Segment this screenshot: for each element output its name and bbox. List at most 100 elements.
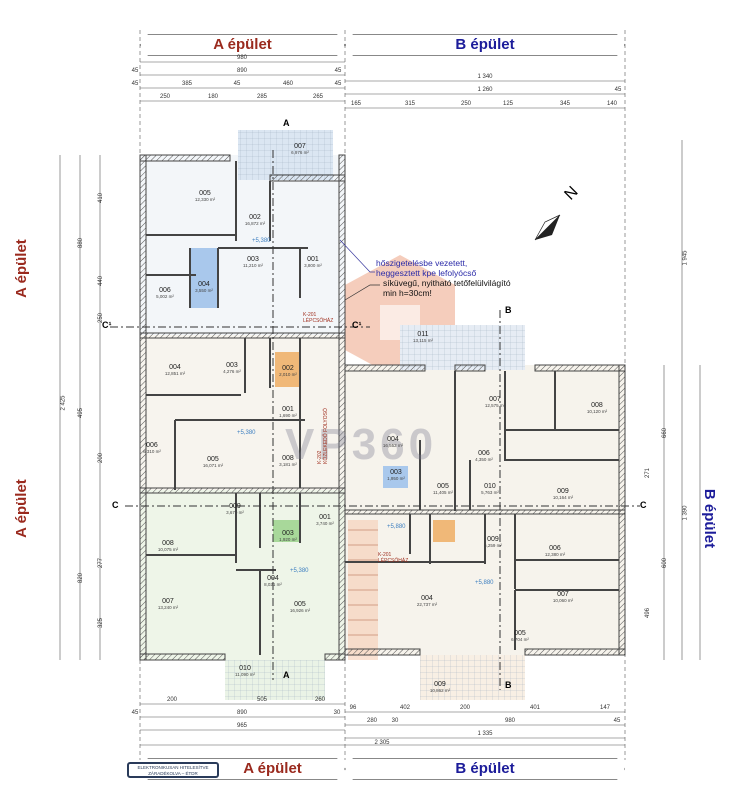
dim: 271 [645, 467, 652, 479]
building-b-header: B épület [345, 34, 625, 56]
room-number: 006 [478, 450, 490, 457]
room-number: 005 [207, 456, 219, 463]
room-number: 009 [434, 681, 446, 688]
north-arrow-icon [534, 214, 561, 241]
room-area: 11,405 m² [433, 489, 453, 495]
room-area: 5,002 m² [156, 293, 174, 299]
dim: 200 [98, 452, 105, 464]
dim: 496 [645, 607, 652, 619]
authentication-stamp: ELEKTRONIKUSAN HITELESÍTVE ZÁRADÉKOLVA –… [127, 762, 219, 778]
room-area: 3,670 m² [226, 509, 244, 515]
dim: 440 [98, 275, 105, 287]
level-marker: +5,380 [252, 238, 271, 244]
dim-b-total: 1 340 [477, 74, 493, 80]
room-number: 008 [591, 402, 603, 409]
room-number: 011 [417, 331, 429, 338]
room-number: 006 [146, 442, 158, 449]
dimension-lines [59, 30, 701, 760]
dim: 505 [256, 697, 268, 703]
room-area: 22,737 m² [416, 601, 438, 607]
dim: 285 [256, 94, 268, 100]
room-area: 10,075 m² [157, 546, 179, 552]
room-number: 008 [162, 540, 174, 547]
room-area: 3,181 m² [279, 461, 297, 467]
room-number: 006 [159, 287, 171, 294]
dim: 1 260 [477, 87, 493, 93]
dim: 147 [599, 705, 611, 711]
dim: 890 [236, 68, 248, 74]
room-area: 1,920 m² [279, 536, 297, 542]
section-marker-c: C [112, 500, 119, 510]
level-marker: +5,880 [475, 580, 494, 586]
stamp-line-2: ZÁRADÉKOLVA – ÉTDR [148, 771, 198, 776]
room-number: 010 [484, 483, 496, 490]
room-number: 003 [247, 256, 259, 263]
dim: 96 [349, 705, 357, 711]
section-marker-a-end: A [283, 670, 290, 680]
dim: 965 [236, 723, 248, 729]
room-number: 004 [169, 364, 181, 371]
room-area: 4,350 m² [475, 456, 493, 462]
level-marker: +5,880 [387, 524, 406, 530]
room-area: 8,021 m² [264, 581, 282, 587]
dim: 45 [614, 87, 622, 93]
stamp-line-1: ELEKTRONIKUSAN HITELESÍTVE [137, 765, 209, 770]
room-area: 16,071 m² [202, 462, 224, 468]
room-area: 16,872 m² [244, 220, 266, 226]
dim: 30 [333, 710, 341, 716]
dim: 660 [662, 427, 669, 439]
room-number: 007 [162, 598, 174, 605]
room-number: 002 [282, 365, 294, 372]
room-number: 005 [199, 190, 211, 197]
section-marker-c1-end: C¹ [352, 320, 362, 330]
room-number: 003 [390, 469, 402, 476]
dim-grand-total: 2 305 [374, 740, 390, 746]
room-area: 3,550 m² [195, 287, 213, 293]
dim: 165 [350, 101, 362, 107]
room-area: 6,704 m² [511, 636, 529, 642]
building-a-header: A épület [140, 34, 345, 56]
dim: 45 [233, 81, 241, 87]
room-area: 13,115 m² [413, 337, 433, 343]
room-number: 007 [557, 591, 569, 598]
room-number: 001 [282, 406, 294, 413]
room-number: 010 [239, 665, 251, 672]
section-marker-a: A [283, 118, 290, 128]
dim: 345 [559, 101, 571, 107]
svg-text:N: N [561, 183, 581, 203]
section-marker-c1: C¹ [102, 320, 112, 330]
dim: 277 [98, 557, 105, 569]
room-area: 2,010 m² [279, 371, 297, 377]
room-area: 12,330 m² [194, 196, 216, 202]
dim: 325 [98, 617, 105, 629]
room-number: 001 [307, 256, 319, 263]
dim: 200 [459, 705, 471, 711]
dim: 402 [399, 705, 411, 711]
room-number: 005 [437, 483, 449, 490]
room-area: 6,310 m² [143, 448, 161, 454]
dim: 385 [181, 81, 193, 87]
room-area: 5,259 m² [484, 542, 502, 548]
room-area: 10,060 m² [552, 597, 574, 603]
dim: 280 [366, 718, 378, 724]
